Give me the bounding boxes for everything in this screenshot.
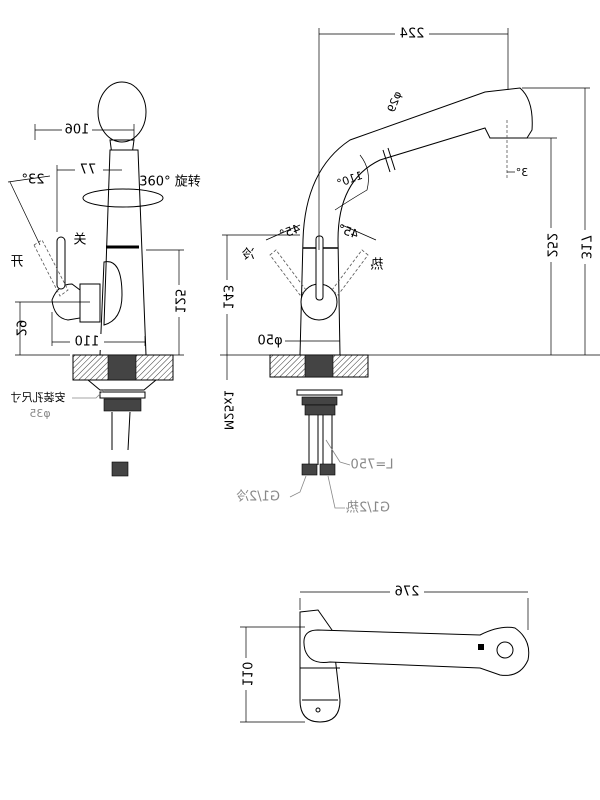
angle-cold: 45° — [277, 221, 302, 241]
dim-handle-offset: 77 — [80, 163, 97, 178]
dim-body-height: 125 — [172, 289, 187, 314]
label-cold: 冷 — [241, 248, 254, 263]
angle-handle: 23° — [21, 173, 44, 188]
pull-out-spout — [299, 87, 533, 356]
dim-base-diameter: φ50 — [257, 334, 282, 349]
inlet-hot: G1/2热 — [346, 501, 390, 516]
label-close: 关 — [73, 233, 86, 248]
handle-front — [315, 235, 324, 301]
spray-head — [97, 81, 147, 143]
side-view: 106 77 23° 360° 旋转 关 开 29 110 125 安装孔尺寸 … — [7, 81, 201, 477]
hose-length: L=750 — [351, 458, 394, 473]
dim-base-width: 110 — [75, 335, 100, 350]
mount-hole-label: 安装孔尺寸 — [11, 390, 66, 404]
dim-handle-height: 29 — [13, 320, 28, 337]
dim-length-top: 276 — [395, 585, 420, 600]
faucet-body — [99, 149, 147, 356]
angle-hot: 45° — [336, 221, 361, 241]
handle-open — [33, 239, 69, 297]
dim-width-top: 110 — [239, 662, 254, 687]
inlet-cold: G1/2冷 — [236, 490, 280, 505]
dim-handle-height-front: 143 — [220, 285, 235, 310]
label-open: 开 — [10, 255, 23, 270]
dim-spout-diameter: φ29 — [385, 90, 404, 114]
rotation-ellipse — [82, 188, 164, 208]
rotation-label: 360° 旋转 — [139, 175, 200, 190]
label-hot: 热 — [370, 258, 383, 273]
handle-closed — [56, 236, 66, 290]
dim-reach: 224 — [400, 27, 425, 42]
spout-top — [303, 626, 530, 676]
base-top — [299, 609, 341, 723]
top-view: 276 110 — [238, 584, 530, 723]
front-view: 224 φ29 110° 3° 45° 45° 冷 热 143 φ50 252 … — [219, 26, 600, 516]
dim-head-width: 106 — [65, 123, 90, 138]
thread-label: M25x1 — [222, 390, 236, 430]
mount-hole-size: φ35 — [29, 407, 50, 420]
angle-tilt: 3° — [516, 166, 529, 179]
dim-total-height: 317 — [578, 235, 593, 260]
dim-outlet-height: 252 — [544, 233, 559, 258]
